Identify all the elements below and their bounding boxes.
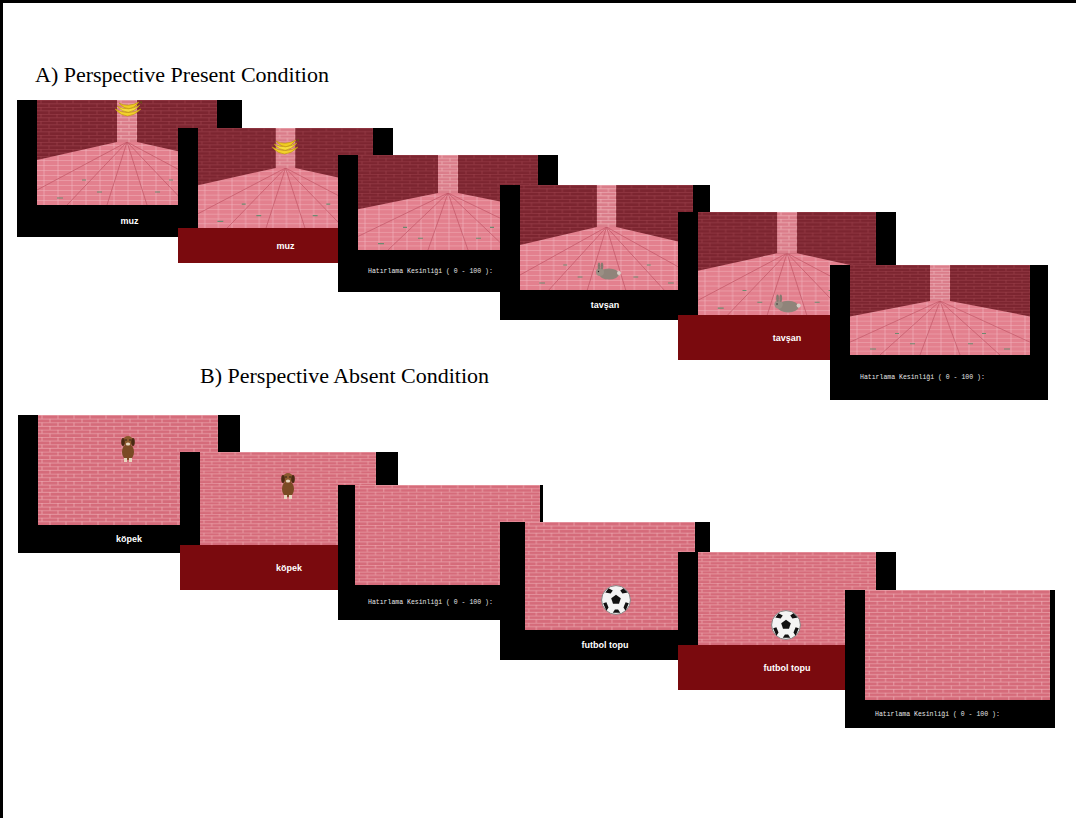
- stimulus-word: futbol topu: [764, 663, 811, 673]
- caption-band: köpek: [18, 525, 240, 553]
- condition-heading: A) Perspective Present Condition: [35, 62, 329, 88]
- screen-frame: tavşan: [500, 185, 710, 320]
- caption-band: Hatırlama Kesinliği ( 0 - 100 ):: [338, 250, 558, 292]
- stimulus-word: muz: [277, 241, 295, 251]
- caption-band: tavşan: [500, 290, 710, 320]
- condition-heading: B) Perspective Absent Condition: [200, 363, 489, 389]
- stimulus-word: tavşan: [773, 333, 802, 343]
- caption-band: futbol topu: [500, 630, 710, 660]
- caption-band: Hatırlama Kesinliği ( 0 - 100 ):: [338, 585, 543, 620]
- stimulus-word: futbol topu: [582, 640, 629, 650]
- rating-prompt: Hatırlama Kesinliği ( 0 - 100 ):: [875, 711, 1000, 718]
- screen-frame: Hatırlama Kesinliği ( 0 - 100 ):: [338, 485, 543, 620]
- caption-band: muz: [17, 205, 242, 237]
- screen-frame: Hatırlama Kesinliği ( 0 - 100 ):: [830, 265, 1048, 400]
- screen-frame: muz: [178, 128, 393, 263]
- screen-frame: köpek: [18, 415, 240, 553]
- screen-frame: Hatırlama Kesinliği ( 0 - 100 ):: [338, 155, 558, 292]
- screen-frame: muz: [17, 100, 242, 237]
- stimulus-word: köpek: [116, 534, 142, 544]
- caption-band: Hatırlama Kesinliği ( 0 - 100 ):: [830, 355, 1048, 400]
- caption-band: tavşan: [678, 315, 896, 360]
- caption-band: muz: [178, 228, 393, 263]
- rating-prompt: Hatırlama Kesinliği ( 0 - 100 ):: [368, 268, 493, 275]
- screen-frame: Hatırlama Kesinliği ( 0 - 100 ):: [845, 590, 1055, 728]
- rating-prompt: Hatırlama Kesinliği ( 0 - 100 ):: [860, 374, 985, 381]
- rating-prompt: Hatırlama Kesinliği ( 0 - 100 ):: [368, 599, 493, 606]
- caption-band: köpek: [180, 545, 398, 590]
- screen-frame: futbol topu: [678, 552, 896, 690]
- screen-frame: futbol topu: [500, 522, 710, 660]
- screen-frame: köpek: [180, 452, 398, 590]
- screen-frame: tavşan: [678, 212, 896, 360]
- stimulus-word: muz: [121, 216, 139, 226]
- stimulus-word: köpek: [276, 563, 302, 573]
- caption-band: futbol topu: [678, 645, 896, 690]
- stimulus-word: tavşan: [591, 300, 620, 310]
- caption-band: Hatırlama Kesinliği ( 0 - 100 ):: [845, 700, 1055, 728]
